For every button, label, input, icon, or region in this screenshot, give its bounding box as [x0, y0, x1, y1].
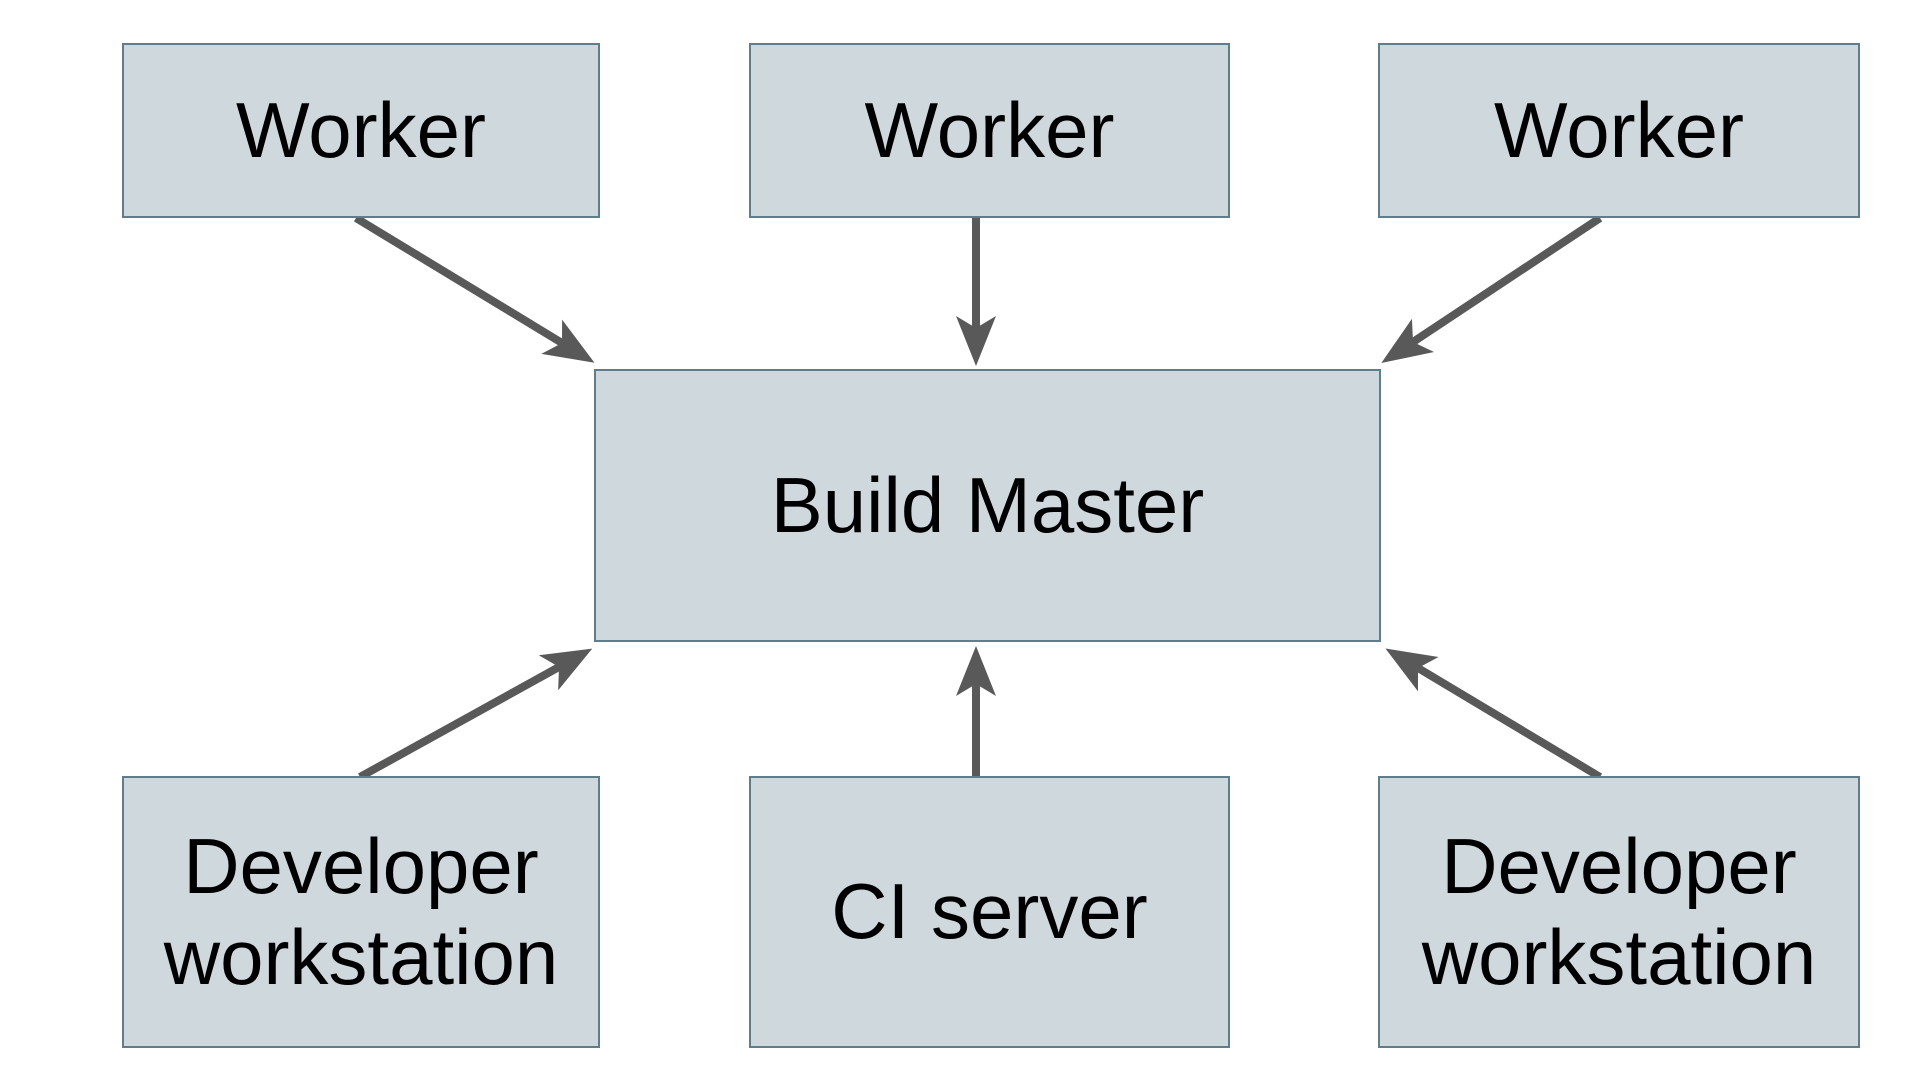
arrow-worker1-to-buildmaster	[353, 214, 595, 363]
node-developer-workstation-2: Developer workstation	[1378, 776, 1860, 1048]
node-worker-1: Worker	[122, 43, 600, 218]
arrow-devws2-to-buildmaster	[1385, 648, 1603, 781]
node-ci-server: CI server	[749, 776, 1230, 1048]
node-worker-2: Worker	[749, 43, 1230, 218]
node-developer-workstation-1: Developer workstation	[122, 776, 600, 1048]
node-developer-workstation-2-label: Developer workstation	[1421, 821, 1817, 1001]
node-worker-3: Worker	[1378, 43, 1860, 218]
node-ci-server-label: CI server	[831, 867, 1148, 956]
node-build-master-label: Build Master	[770, 460, 1205, 549]
node-worker-2-label: Worker	[864, 85, 1115, 174]
node-worker-1-label: Worker	[236, 85, 486, 174]
node-build-master: Build Master	[594, 369, 1381, 642]
arrow-devws1-to-buildmaster	[358, 648, 593, 781]
node-developer-workstation-1-label: Developer workstation	[163, 821, 559, 1001]
node-worker-3-label: Worker	[1494, 85, 1744, 174]
arrow-worker3-to-buildmaster	[1381, 214, 1603, 364]
